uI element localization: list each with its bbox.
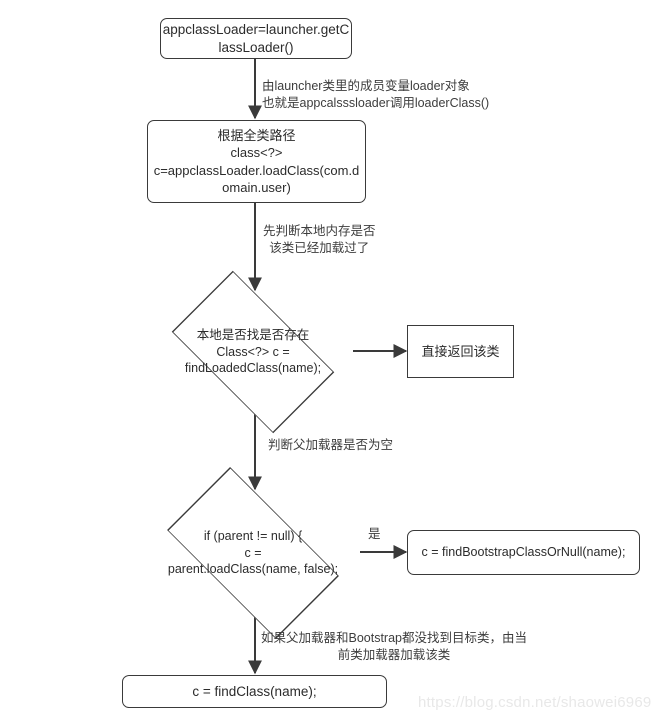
node-findbootstrapclassornull[interactable]: c = findBootstrapClassOrNull(name); [407, 530, 640, 575]
edge-label-check-parent-null: 判断父加载器是否为空 [268, 438, 394, 452]
node-parent-null-decision[interactable]: if (parent != null) { c = parent.loadCla… [145, 467, 361, 639]
edge-label-check-local-memory: 先判断本地内存是否 该类已经加载过了 [263, 224, 376, 255]
edge-label-fallback-current-loader: 如果父加载器和Bootstrap都没找到目标类，由当 前类加载器加载该类 [261, 631, 528, 662]
node-loadclass-call[interactable]: 根据全类路径 class<?> c=appclassLoader.loadCla… [147, 120, 366, 203]
node-appclassloader-assign[interactable]: appclassLoader=launcher.getC lassLoader(… [160, 18, 352, 59]
node-findclass[interactable]: c = findClass(name); [122, 675, 387, 708]
edge-label-launcher-loader: 由launcher类里的成员变量loader对象 也就是appcalsssloa… [262, 79, 490, 110]
node-label: 本地是否找是否存在 Class<?> c = findLoadedClass(n… [184, 327, 322, 376]
watermark: https://blog.csdn.net/shaowei6969 [418, 694, 652, 711]
edge-label-yes: 是 [368, 527, 381, 541]
node-return-class[interactable]: 直接返回该类 [407, 325, 514, 378]
node-findloadedclass-decision[interactable]: 本地是否找是否存在 Class<?> c = findLoadedClass(n… [152, 270, 354, 434]
node-label: if (parent != null) { c = parent.loadCla… [167, 528, 339, 577]
